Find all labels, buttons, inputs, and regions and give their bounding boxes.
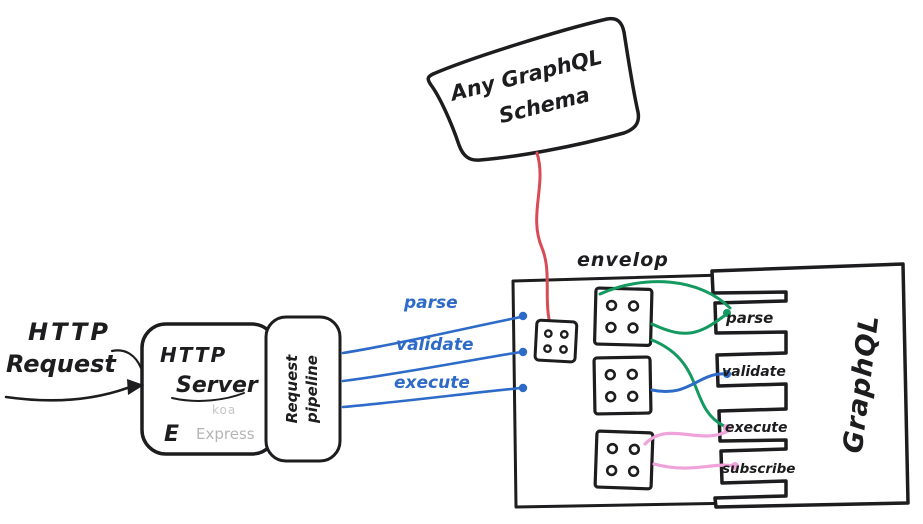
execute-connector-line — [341, 386, 523, 409]
plugin-parse-curve-1 — [598, 280, 732, 310]
validate-connector-label: validate — [396, 335, 474, 355]
plugin-die-small — [533, 318, 579, 364]
schema-note-shape — [426, 16, 641, 162]
execute-hook-dot — [723, 424, 731, 432]
subscribe-hook-dot — [731, 462, 739, 470]
graphql-hook-parse: parse — [725, 309, 773, 327]
pipeline-label-line1: Request — [283, 354, 301, 423]
parse-endpoint-dot — [518, 311, 528, 321]
plugin-die-2 — [592, 355, 653, 416]
envelop-label: envelop — [577, 249, 669, 271]
plugin-die-3 — [593, 429, 655, 491]
plugin-validate-curve — [650, 372, 728, 393]
graphql-box — [710, 262, 910, 509]
schema-connector-line — [535, 151, 553, 330]
graphql-hook-validate: validate — [722, 364, 786, 380]
execute-endpoint-dot — [518, 383, 528, 393]
validate-connector-line — [341, 350, 523, 383]
parse-hook-dot — [723, 309, 731, 317]
validate-endpoint-dot — [518, 347, 528, 357]
http-request-line1: HTTP — [28, 318, 111, 346]
server-underline-swoosh — [171, 392, 245, 402]
server-box-line2: Server — [176, 373, 259, 398]
plugin-subscribe-curve — [652, 462, 736, 470]
plugin-die-1 — [593, 286, 654, 347]
koa-logo: koa — [212, 403, 236, 417]
incoming-request-hook-line — [110, 349, 143, 370]
execute-connector-label: execute — [394, 373, 470, 393]
http-request-line2: Request — [6, 350, 117, 378]
plugin-parse-curve-2 — [650, 314, 726, 335]
incoming-request-arrowhead — [127, 379, 144, 395]
incoming-request-arrow — [4, 385, 132, 402]
server-box-line1: HTTP — [160, 343, 227, 367]
pipeline-label-line2: pipeline — [303, 355, 321, 424]
graphql-hook-subscribe: subscribe — [722, 461, 795, 477]
graphql-hook-execute: execute — [725, 420, 787, 436]
plugin-execute-curve-pink — [643, 429, 730, 446]
parse-connector-line — [341, 315, 523, 355]
validate-hook-dot — [723, 370, 731, 378]
parse-connector-label: parse — [403, 293, 458, 313]
request-pipeline-label: Request pipeline — [283, 354, 321, 424]
express-logo-icon: E — [164, 422, 179, 447]
request-pipeline-box — [264, 315, 342, 463]
express-label: Express — [196, 425, 255, 443]
